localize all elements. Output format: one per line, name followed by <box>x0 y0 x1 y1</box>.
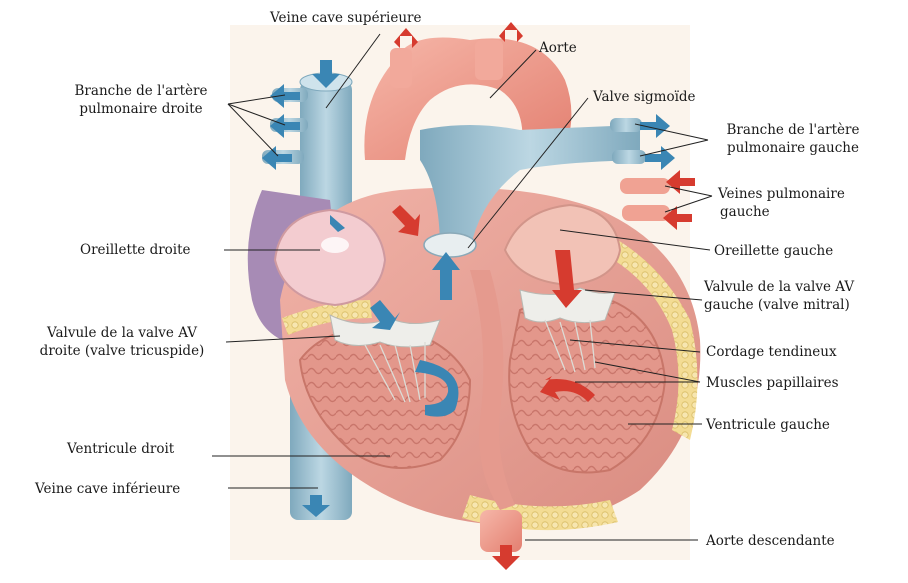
label-aorte-descendante: Aorte descendante <box>706 532 835 550</box>
semilunar-valve <box>424 233 476 257</box>
label-veine-cave-inferieure: Veine cave inférieure <box>35 480 180 498</box>
label-line: Veines pulmonaire <box>718 185 845 203</box>
label-valve-sigmoide: Valve sigmoïde <box>593 88 696 106</box>
label-line: Valvule de la valve AV <box>704 278 854 296</box>
label-aorte: Aorte <box>539 39 577 57</box>
label-cordage-tendineux: Cordage tendineux <box>706 343 837 361</box>
label-branche-arteriel-pulmonaire-droite: Branche de l'artère pulmonaire droite <box>56 82 226 118</box>
label-oreillette-gauche: Oreillette gauche <box>714 242 833 260</box>
label-line: gauche <box>718 203 845 221</box>
label-line: pulmonaire gauche <box>708 139 878 157</box>
label-line: pulmonaire droite <box>56 100 226 118</box>
label-veine-cave-superieure: Veine cave supérieure <box>270 9 421 27</box>
label-line: droite (valve tricuspide) <box>22 342 222 360</box>
label-line: Valvule de la valve AV <box>22 324 222 342</box>
label-muscles-papillaires: Muscles papillaires <box>706 374 839 392</box>
label-line: Branche de l'artère <box>56 82 226 100</box>
label-valvule-av-droite: Valvule de la valve AV droite (valve tri… <box>22 324 222 360</box>
label-ventricule-gauche: Ventricule gauche <box>706 416 830 434</box>
label-line: gauche (valve mitral) <box>704 296 854 314</box>
label-line: Branche de l'artère <box>708 121 878 139</box>
label-valvule-av-gauche: Valvule de la valve AV gauche (valve mit… <box>704 278 854 314</box>
label-branche-arteriel-pulmonaire-gauche: Branche de l'artère pulmonaire gauche <box>708 121 878 157</box>
label-ventricule-droit: Ventricule droit <box>67 440 174 458</box>
label-veines-pulmonaire-gauche: Veines pulmonaire gauche <box>718 185 845 221</box>
label-oreillette-droite: Oreillette droite <box>80 241 191 259</box>
